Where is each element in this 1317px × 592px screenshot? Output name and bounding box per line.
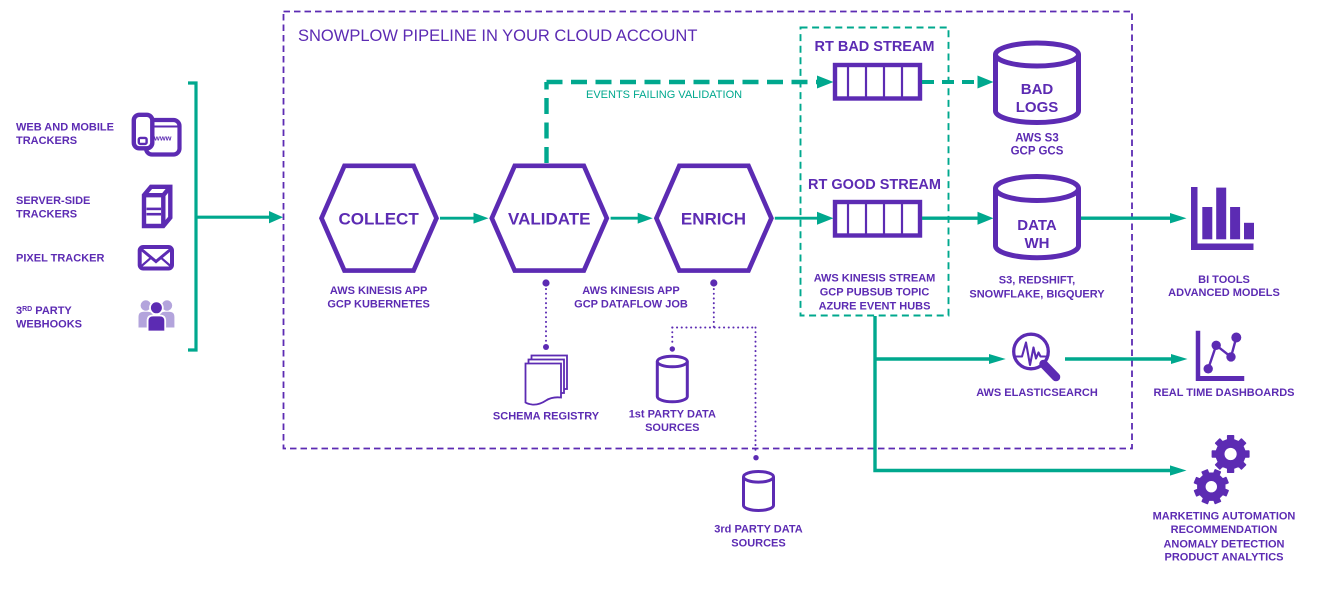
svg-text:SCHEMA REGISTRY: SCHEMA REGISTRY (493, 411, 600, 423)
svg-text:SNOWFLAKE, BIGQUERY: SNOWFLAKE, BIGQUERY (969, 289, 1105, 301)
svg-text:3rd PARTY DATA: 3rd PARTY DATA (714, 524, 802, 536)
svg-text:AZURE EVENT HUBS: AZURE EVENT HUBS (819, 301, 931, 313)
svg-text:TRACKERS: TRACKERS (16, 209, 77, 221)
svg-text:BAD: BAD (1021, 81, 1054, 98)
svg-text:WEBHOOKS: WEBHOOKS (16, 318, 82, 330)
svg-text:SOURCES: SOURCES (645, 422, 699, 434)
svg-text:AWS KINESIS APP: AWS KINESIS APP (582, 285, 679, 297)
svg-text:WEB AND MOBILE: WEB AND MOBILE (16, 122, 114, 134)
svg-text:DATA: DATA (1017, 217, 1057, 234)
svg-text:SOURCES: SOURCES (731, 538, 785, 550)
svg-text:TRACKERS: TRACKERS (16, 135, 77, 147)
svg-text:SERVER-SIDE: SERVER-SIDE (16, 195, 90, 207)
svg-text:LOGS: LOGS (1016, 99, 1059, 116)
svg-text:RT GOOD STREAM: RT GOOD STREAM (808, 177, 941, 193)
svg-text:GCP DATAFLOW JOB: GCP DATAFLOW JOB (574, 299, 688, 311)
svg-text:SNOWPLOW PIPELINE IN YOUR CLOU: SNOWPLOW PIPELINE IN YOUR CLOUD ACCOUNT (298, 27, 697, 45)
svg-text:COLLECT: COLLECT (338, 210, 419, 229)
svg-text:PRODUCT ANALYTICS: PRODUCT ANALYTICS (1165, 551, 1284, 563)
svg-text:www: www (153, 134, 172, 143)
svg-text:REAL TIME DASHBOARDS: REAL TIME DASHBOARDS (1154, 387, 1295, 399)
svg-text:AWS ELASTICSEARCH: AWS ELASTICSEARCH (976, 387, 1098, 399)
svg-text:ADVANCED MODELS: ADVANCED MODELS (1168, 287, 1280, 299)
svg-text:1st PARTY DATA: 1st PARTY DATA (629, 409, 716, 421)
svg-text:GCP KUBERNETES: GCP KUBERNETES (327, 299, 429, 311)
svg-text:S3, REDSHIFT,: S3, REDSHIFT, (999, 275, 1075, 287)
svg-text:3RD PARTY: 3RD PARTY (16, 305, 72, 317)
svg-text:MARKETING AUTOMATION: MARKETING AUTOMATION (1153, 510, 1296, 522)
svg-text:GCP GCS: GCP GCS (1011, 146, 1064, 158)
svg-text:GCP PUBSUB TOPIC: GCP PUBSUB TOPIC (820, 287, 930, 299)
svg-text:ENRICH: ENRICH (681, 210, 746, 229)
svg-text:AWS S3: AWS S3 (1015, 133, 1058, 145)
svg-text:ANOMALY DETECTION: ANOMALY DETECTION (1163, 538, 1284, 550)
svg-text:PIXEL TRACKER: PIXEL TRACKER (16, 252, 104, 264)
svg-text:AWS KINESIS APP: AWS KINESIS APP (330, 285, 427, 297)
svg-text:RT BAD STREAM: RT BAD STREAM (814, 39, 934, 55)
svg-text:EVENTS FAILING VALIDATION: EVENTS FAILING VALIDATION (586, 89, 742, 101)
svg-text:BI TOOLS: BI TOOLS (1198, 274, 1250, 286)
svg-text:VALIDATE: VALIDATE (508, 210, 590, 229)
svg-text:WH: WH (1025, 235, 1050, 252)
svg-text:AWS KINESIS STREAM: AWS KINESIS STREAM (814, 273, 936, 285)
svg-text:RECOMMENDATION: RECOMMENDATION (1171, 524, 1278, 536)
